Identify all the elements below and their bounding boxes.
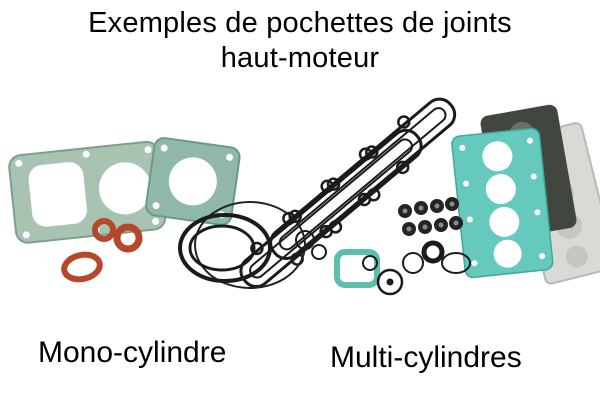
orange-orings (61, 218, 143, 283)
multi-cylinder-gaskets (239, 97, 600, 296)
caption-multi-cylindres: Multi-cylindres (330, 341, 522, 374)
title-line-1: Exemples de pochettes de joints (88, 7, 512, 39)
gasket-kits-photo (8, 97, 600, 296)
rubber-grommets (398, 197, 463, 236)
caption-mono-cylindre: Mono-cylindre (38, 336, 227, 369)
small-teal-gasket (334, 249, 380, 288)
green-base-gasket (8, 140, 167, 244)
mono-cylinder-gaskets (8, 137, 306, 289)
black-cover-gasket-rings (178, 201, 306, 289)
title-line-2: haut-moteur (220, 42, 380, 75)
teal-head-gasket (451, 127, 554, 279)
green-head-gasket (145, 137, 241, 226)
multi-orings (295, 230, 471, 296)
page-title: Exemples de pochettes de joints haut-mot… (0, 6, 600, 77)
